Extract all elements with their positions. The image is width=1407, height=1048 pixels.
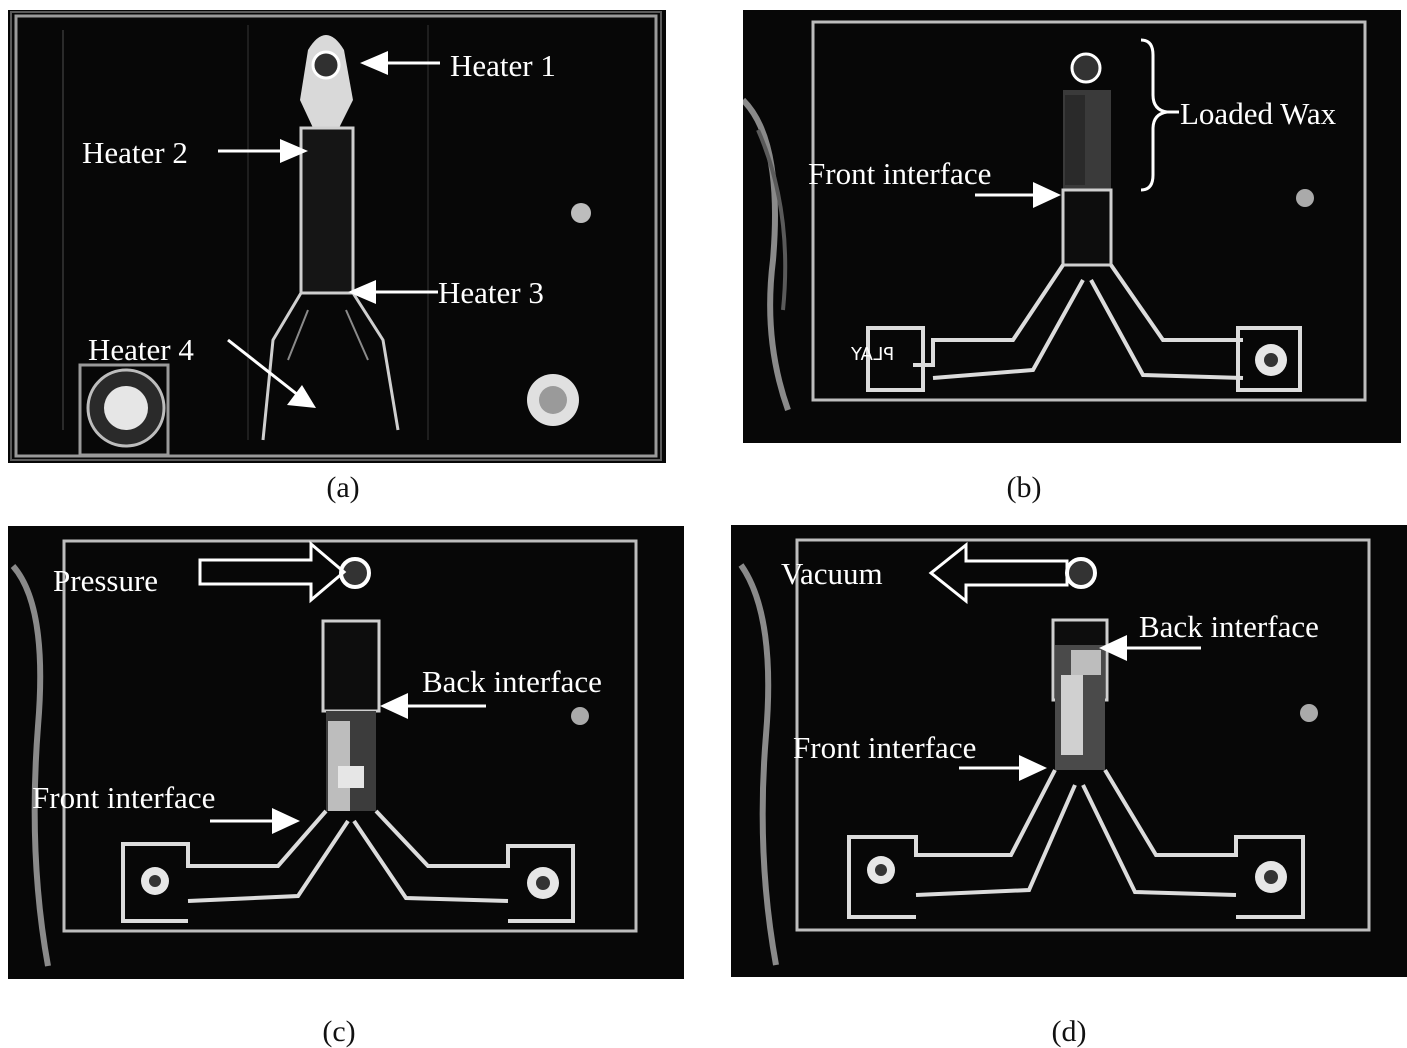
label-front-interface-c: Front interface xyxy=(32,780,216,815)
chip-photo-d xyxy=(738,538,1371,966)
label-front-interface-d: Front interface xyxy=(793,730,977,765)
label-vacuum: Vacuum xyxy=(781,556,883,591)
chip-photo-c xyxy=(10,539,638,967)
label-heater-3: Heater 3 xyxy=(438,275,544,310)
chip-photo-a xyxy=(10,11,662,461)
label-back-interface-c: Back interface xyxy=(422,664,602,699)
label-loaded-wax: Loaded Wax xyxy=(1180,96,1337,131)
panel-b-photo: PLAY Loaded Wax Front interface xyxy=(743,10,1401,443)
panel-d-photo: Vacuum Back interface Front interface xyxy=(731,525,1407,977)
chip-photo-b xyxy=(743,20,1367,412)
label-heater-2: Heater 2 xyxy=(82,135,188,170)
label-heater-1: Heater 1 xyxy=(450,48,556,83)
caption-d: (d) xyxy=(1051,1015,1087,1048)
caption-a: (a) xyxy=(326,471,360,504)
label-back-interface-d: Back interface xyxy=(1139,609,1319,644)
chip-marking-b: PLAY xyxy=(851,344,895,365)
label-front-interface-b: Front interface xyxy=(808,156,992,191)
label-heater-4: Heater 4 xyxy=(88,332,194,367)
label-pressure: Pressure xyxy=(53,563,159,598)
caption-b: (b) xyxy=(1006,471,1042,504)
panel-a-photo: Heater 1 Heater 2 Heater 3 Heater 4 xyxy=(8,10,666,463)
panel-c-photo: Pressure Back interface Front interface xyxy=(8,526,684,979)
caption-c: (c) xyxy=(322,1015,356,1048)
